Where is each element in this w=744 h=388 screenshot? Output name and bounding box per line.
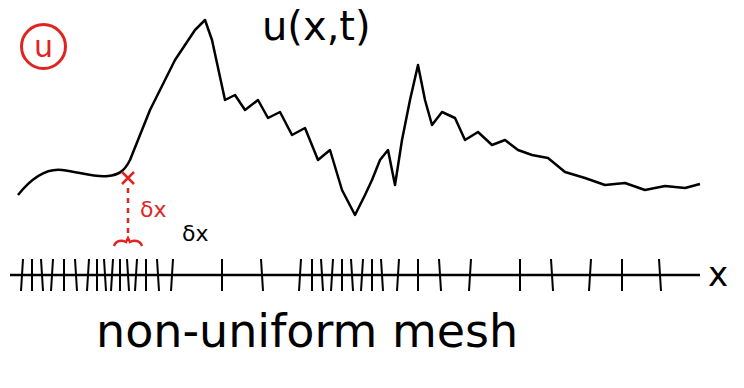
mesh-tick xyxy=(104,259,106,291)
mesh-tick xyxy=(589,259,591,291)
mesh-tick xyxy=(381,259,383,291)
mesh-tick xyxy=(551,259,553,291)
function-curve xyxy=(18,20,700,215)
mesh-tick xyxy=(519,259,521,291)
mesh-ticks xyxy=(21,259,661,291)
axis-label: x xyxy=(708,256,728,293)
mesh-tick xyxy=(371,259,373,291)
mesh-tick xyxy=(331,259,333,291)
caption-note: non-uniform mesh xyxy=(96,306,518,357)
mesh-tick xyxy=(351,259,353,291)
mesh-tick xyxy=(469,259,471,291)
mesh-tick xyxy=(221,259,223,291)
mesh-tick xyxy=(171,259,173,291)
mesh-tick xyxy=(145,259,147,291)
circled-variable: u xyxy=(20,23,67,70)
mesh-tick xyxy=(397,259,399,291)
mesh-tick xyxy=(31,259,33,291)
mesh-tick xyxy=(21,259,23,291)
mesh-tick xyxy=(51,259,53,291)
mesh-tick xyxy=(361,259,363,291)
mesh-tick xyxy=(63,259,65,291)
mesh-tick xyxy=(157,259,159,291)
mesh-tick xyxy=(119,259,121,291)
mesh-tick xyxy=(439,259,441,291)
mesh-tick xyxy=(621,259,623,291)
mesh-tick xyxy=(127,259,129,291)
mesh-tick xyxy=(261,259,263,291)
mesh-tick xyxy=(299,259,301,291)
mesh-tick xyxy=(659,259,661,291)
mesh-tick xyxy=(87,259,89,291)
function-label: u(x,t) xyxy=(262,4,371,48)
mesh-tick xyxy=(96,259,98,291)
mesh-tick xyxy=(111,259,113,291)
mesh-axis xyxy=(10,274,700,277)
red-marker xyxy=(114,172,142,246)
mesh-tick xyxy=(417,259,419,291)
variable-text: u xyxy=(34,30,53,63)
mesh-tick xyxy=(41,259,43,291)
mesh-tick xyxy=(321,259,323,291)
mesh-tick xyxy=(311,259,313,291)
mesh-tick xyxy=(341,259,343,291)
mesh-tick xyxy=(75,259,77,291)
spacing-label: δx xyxy=(140,198,166,222)
spacing-label: δx xyxy=(182,222,208,246)
mesh-tick xyxy=(135,259,137,291)
